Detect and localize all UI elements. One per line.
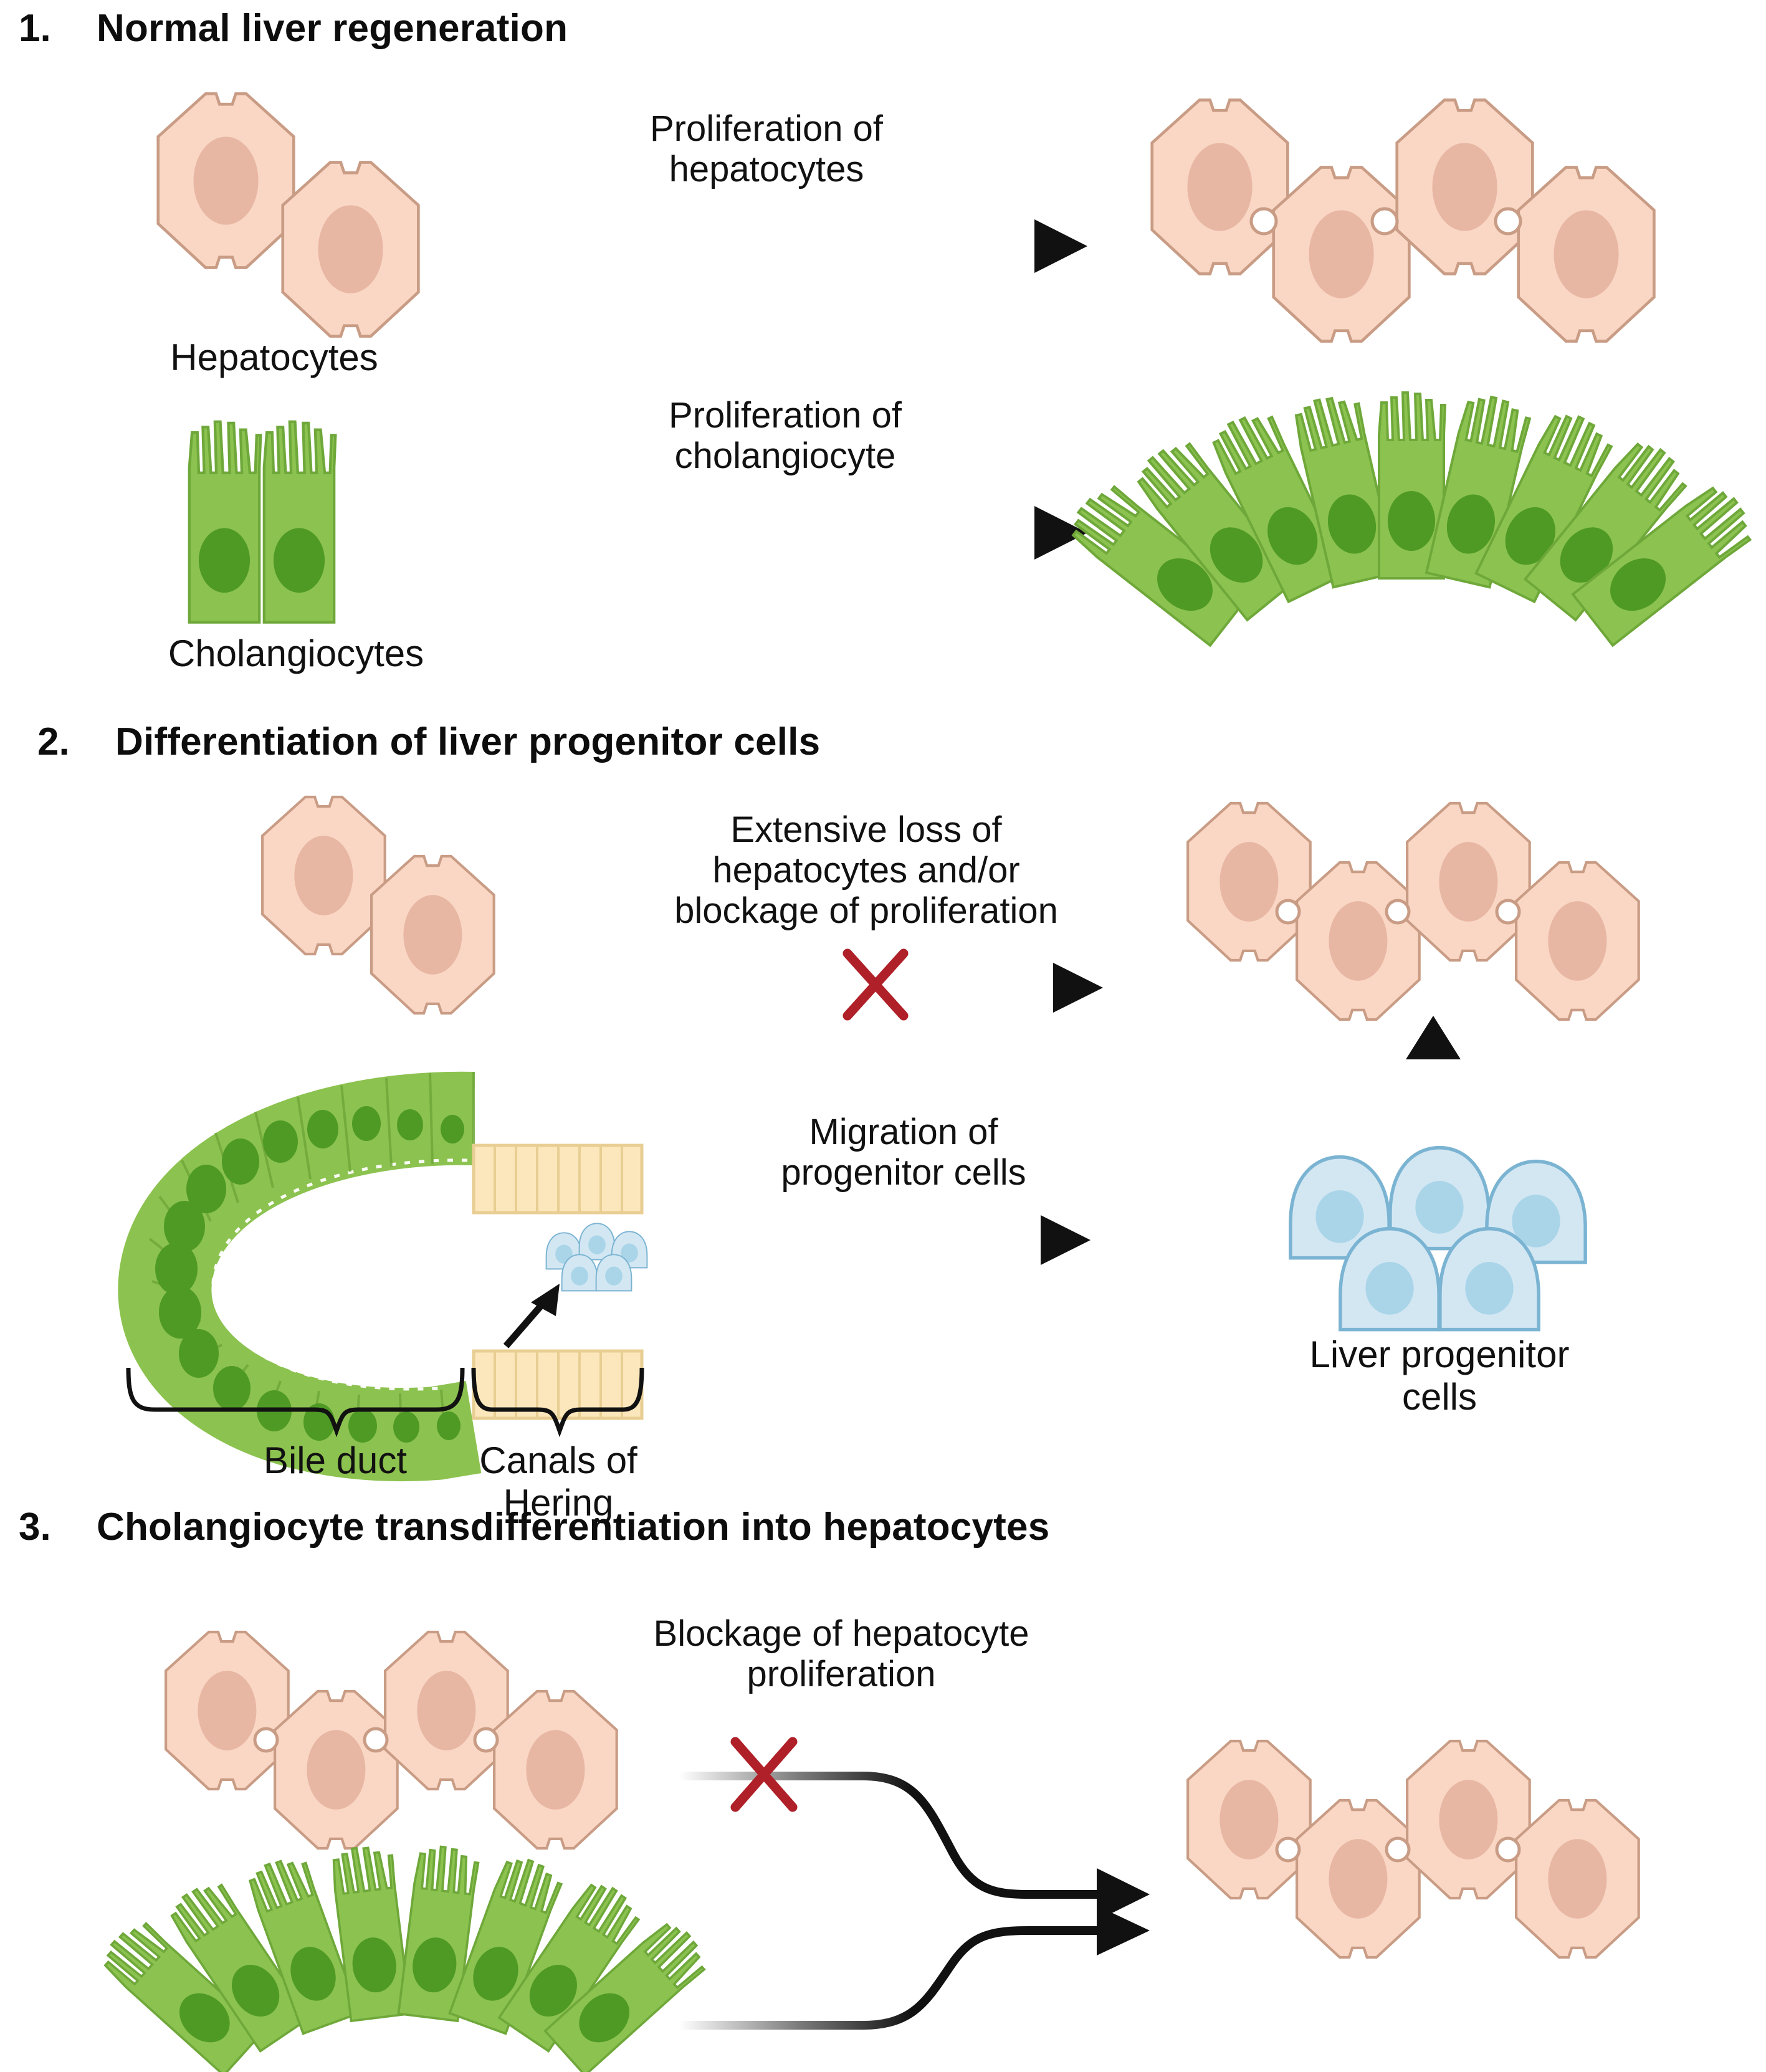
arrow-differentiation-upward <box>1406 1016 1461 1178</box>
arrow-label-line2: hepatocytes <box>669 148 864 189</box>
section-1-title: Normal liver regeneration <box>97 7 568 50</box>
liver-progenitor-cell-cluster <box>1291 1148 1585 1330</box>
arrow-label-line1: Proliferation of <box>669 395 902 436</box>
bile-duct-structure <box>118 1071 482 1482</box>
arrow-blocked-hepatocyte-path <box>679 1772 1150 1921</box>
arrow-label-line2: proliferation <box>747 1653 936 1694</box>
brace-bile-duct <box>126 1367 465 1438</box>
label-liver-progenitor-cells: Liver progenitor cells <box>1240 1334 1639 1419</box>
brace-label-line2: Hering <box>503 1482 614 1524</box>
section-3-number: 3. <box>19 1506 51 1549</box>
arrow-label-blockage-hepatocyte-proliferation: Blockage of hepatocyte proliferation <box>580 1613 1103 1695</box>
label-line1: Liver progenitor <box>1309 1334 1570 1375</box>
blockage-x-icon-section2 <box>842 948 909 1021</box>
label-cholangiocytes: Cholangiocytes <box>168 633 424 674</box>
hepatocyte-chain-result-1 <box>1152 100 1654 341</box>
arrow-label-proliferation-hepatocytes: Proliferation of hepatocytes <box>548 108 985 190</box>
hepatocyte-chain-source-3 <box>166 1632 617 1848</box>
label-line2: cells <box>1401 1376 1477 1418</box>
cholangiocyte-arch-result-1 <box>1062 390 1762 648</box>
cholangiocyte-arch-source-3 <box>95 1843 714 2072</box>
arrow-label-line1: Blockage of hepatocyte <box>653 1613 1029 1654</box>
arrow-transdifferentiation-path <box>679 1906 1150 2030</box>
arrow-label-line2: hepatocytes and/or <box>712 849 1020 890</box>
hepatocyte-chain-result-3 <box>1188 1741 1639 1957</box>
hepatocyte-pair-source-2 <box>262 797 494 1013</box>
arrow-label-migration-progenitor: Migration of progenitor cells <box>710 1112 1097 1193</box>
arrow-proliferation-cholangiocyte <box>492 506 1087 560</box>
blockage-x-icon-section3 <box>730 1737 798 1812</box>
arrow-label-line1: Proliferation of <box>650 108 883 149</box>
section-1-number: 1. <box>19 7 51 50</box>
arrow-label-line1: Migration of <box>809 1112 998 1152</box>
arrow-label-extensive-loss: Extensive loss of hepatocytes and/or blo… <box>598 809 1134 932</box>
hepatocyte-pair-source-1 <box>158 93 419 336</box>
arrow-proliferation-hepatocytes <box>492 219 1087 273</box>
brace-label-canals-of-hering: Canals of Hering <box>477 1439 640 1525</box>
brace-label-line1: Canals of <box>479 1439 637 1481</box>
arrow-label-proliferation-cholangiocyte: Proliferation of cholangiocyte <box>548 395 1022 477</box>
arrow-extensive-loss <box>611 963 1103 1013</box>
hepatocyte-chain-result-2 <box>1188 803 1639 1019</box>
brace-canals-of-hering <box>471 1367 644 1438</box>
arrow-migration-progenitor <box>685 1215 1091 1265</box>
section-2-title: Differentiation of liver progenitor cell… <box>115 720 821 763</box>
brace-label-bile-duct: Bile duct <box>263 1439 408 1481</box>
arrow-label-line2: progenitor cells <box>781 1152 1026 1193</box>
progenitor-cells-emerging <box>545 1223 648 1292</box>
canals-of-hering <box>472 1143 644 1420</box>
arrow-label-line3: blockage of proliferation <box>674 890 1058 931</box>
label-hepatocytes: Hepatocytes <box>170 337 378 378</box>
arrow-progenitor-emergence <box>503 1284 560 1349</box>
section-3-title: Cholangiocyte transdifferentiation into … <box>97 1506 1050 1549</box>
arrow-label-line1: Extensive loss of <box>730 809 1002 850</box>
section-2-number: 2. <box>37 720 70 763</box>
cholangiocyte-pair-source-1 <box>189 422 335 623</box>
arrow-label-line2: cholangiocyte <box>674 435 896 476</box>
